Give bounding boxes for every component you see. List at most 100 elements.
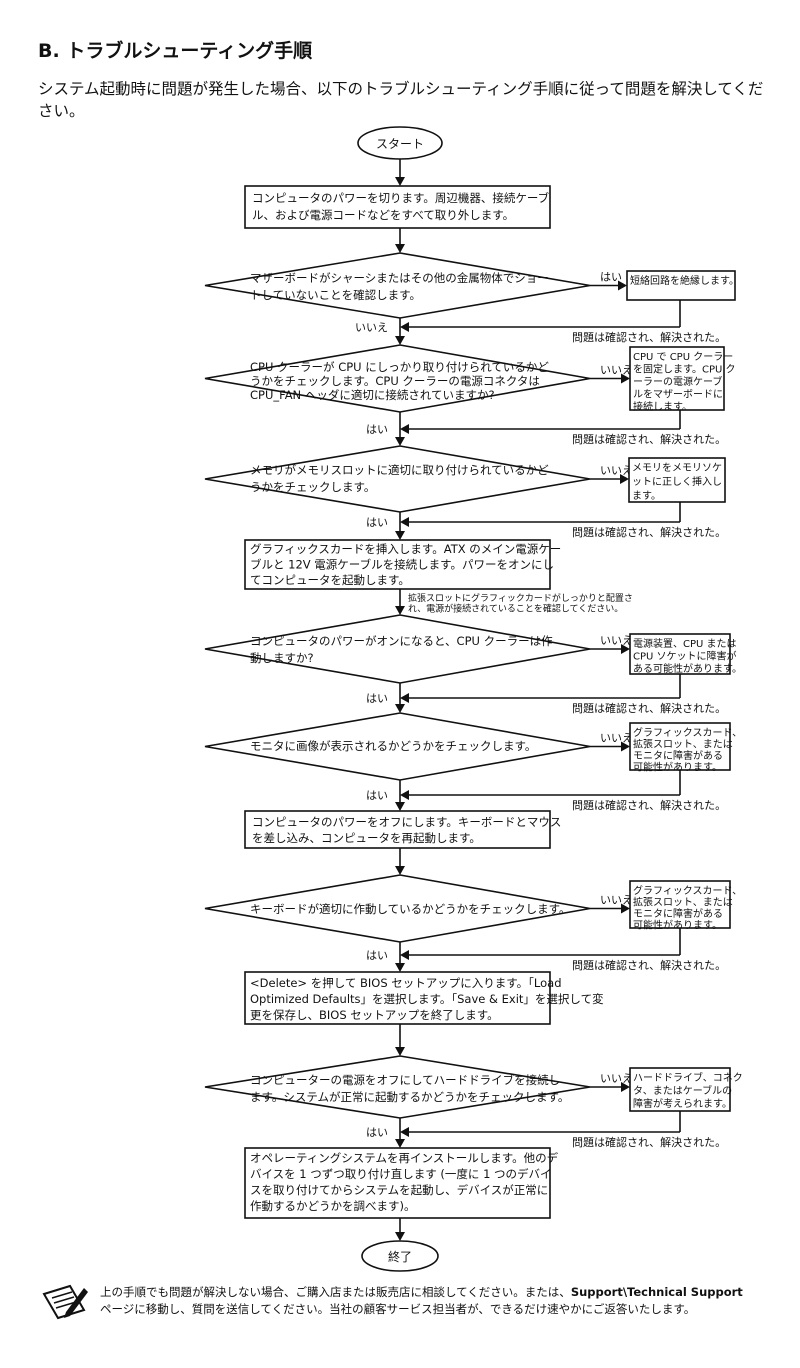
decision-memory-diamond <box>204 445 591 513</box>
decision-keyboard-resolved-label: 問題は確認され、解決された。 <box>572 958 726 972</box>
decision-cpu-cooler-branch-label: いいえ <box>600 364 633 377</box>
arrow-s3-d6 <box>395 866 405 875</box>
decision-monitor-branch-arrow <box>621 741 630 752</box>
decision-hard-drive-return-arrow <box>400 1127 409 1137</box>
decision-hard-drive-action-text-line-1: ハードドライブ、コネク <box>633 1071 743 1084</box>
decision-memory-down-label: はい <box>366 516 388 529</box>
step-reinstall-os-text-line-3: スを取り付けてからシステムを起動し、デバイスが正常に <box>250 1183 548 1197</box>
arrow-d2-d3 <box>395 437 405 446</box>
decision-memory-action-text-line-2: ットに正しく挿入し <box>632 475 722 488</box>
step-bios-text-line-1: <Delete> を押して BIOS セットアップに入ります。「Load <box>250 976 562 990</box>
support-link[interactable]: Support\Technical Support <box>570 1285 743 1299</box>
decision-cpu-cooler-branch-arrow <box>621 373 630 384</box>
start-label: スタート <box>376 137 424 151</box>
decision-monitor-resolved-label: 問題は確認され、解決された。 <box>572 798 726 812</box>
decision-memory-branch-arrow <box>620 474 629 484</box>
decision-memory-action-text-line-3: ます。 <box>632 490 661 502</box>
section-heading: B. トラブルシューティング手順 <box>38 40 313 62</box>
decision-memory-branch-label: いいえ <box>600 464 633 477</box>
decision-keyboard-text-line-1: キーボードが適切に作動しているかどうかをチェックします。 <box>250 902 571 916</box>
decision-cpu-cooler-action-text-line-5: 接続します。 <box>633 400 692 413</box>
decision-short-circuit-text-line-1: マザーボードがシャーシまたはその他の金属物体でショー <box>250 271 549 285</box>
decision-power-on-branch-label: いいえ <box>600 634 633 647</box>
decision-keyboard-action-text-line-4: 可能性があります。 <box>633 919 722 932</box>
decision-hard-drive-action-text-line-2: タ、またはケーブルの <box>633 1084 732 1097</box>
decision-power-on-action-text-line-3: ある可能性があります。 <box>633 662 742 675</box>
decision-memory-action-box <box>628 457 726 503</box>
decision-short-circuit-action-box <box>626 270 736 301</box>
step-reinstall-os-text-line-2: バイスを 1 つずつ取り付け直します (一度に 1 つのデバイ <box>250 1167 552 1181</box>
decision-cpu-cooler-return-arrow <box>400 424 409 434</box>
step-graphics-card-text-line-1: グラフィックスカードを挿入します。ATX のメイン電源ケー <box>250 542 561 556</box>
arrow-s1-d1 <box>395 244 405 253</box>
decision-monitor-text-line-1: モニタに画像が表示されるかどうかをチェックします。 <box>250 739 536 753</box>
decision-monitor-down-label: はい <box>366 789 388 802</box>
decision-memory-resolved-label: 問題は確認され、解決された。 <box>572 525 726 539</box>
arrow-s5-end <box>395 1232 405 1241</box>
intro-text: システム起動時に問題が発生した場合、以下のトラブルシューティング手順に従って問題… <box>38 80 764 120</box>
graphics-card-side-note-line-2: れ、電源が接続されていることを確認してください。 <box>408 603 623 615</box>
decision-power-on-text-line-2: 動しますか? <box>250 651 314 665</box>
step-bios-text-line-3: 更を保存し、BIOS セットアップを終了します。 <box>250 1008 499 1022</box>
arrow-d1-d2 <box>395 336 405 345</box>
arrow-d3-s2 <box>395 531 405 540</box>
footer-note-line1: 上の手順でも問題が解決しない場合、ご購入店または販売店に相談してください。または… <box>100 1285 571 1299</box>
note-pencil-icon <box>40 1282 88 1326</box>
decision-power-on-branch-arrow <box>621 644 630 654</box>
decision-short-circuit-resolved-label: 問題は確認され、解決された。 <box>572 330 726 344</box>
arrow-start-s1 <box>395 177 405 186</box>
decision-short-circuit-branch-label: はい <box>600 271 622 284</box>
arrow-d6-s4 <box>395 963 405 972</box>
decision-cpu-cooler-action-text-line-4: ルをマザーボードに <box>633 389 723 401</box>
step-bios-text-line-2: Optimized Defaults」を選択します。「Save & Exit」を… <box>250 992 604 1006</box>
step-reinstall-os-text-line-4: 作動するかどうかを調べます)。 <box>250 1199 416 1213</box>
decision-monitor-return-arrow <box>400 790 409 800</box>
decision-power-on-action-text-line-1: 電源装置、CPU または <box>633 637 737 650</box>
step-reinstall-os-text-line-1: オペレーティングシステムを再インストールします。他のデ <box>250 1151 559 1165</box>
end-terminal <box>361 1240 439 1272</box>
step-keyboard-mouse-text-line-1: コンピュータのパワーをオフにします。キーボードとマウス <box>252 815 561 829</box>
decision-cpu-cooler-down-label: はい <box>366 423 388 436</box>
decision-hard-drive-text-line-2: ます。システムが正常に起動するかどうかをチェックします。 <box>250 1090 569 1104</box>
decision-keyboard-down-label: はい <box>366 949 388 962</box>
footer-note-line2: ページに移動し、質問を送信してください。当社の顧客サービス担当者が、できるだけ速… <box>100 1302 696 1316</box>
decision-keyboard-branch-label: いいえ <box>600 894 633 907</box>
decision-memory-action-text-line-1: メモリをメモリソケ <box>632 462 722 474</box>
decision-keyboard-action-text-line-1: グラフィックスカード、 <box>633 884 742 897</box>
decision-cpu-cooler-text-line-2: うかをチェックします。CPU クーラーの電源コネクタは <box>250 374 540 388</box>
decision-short-circuit-action-text-line-1: 短絡回路を絶縁します。 <box>630 274 739 287</box>
decision-cpu-cooler-action-box <box>629 346 725 411</box>
decision-hard-drive-text-line-1: コンピューターの電源をオフにしてハードドライブを接続し <box>250 1073 560 1087</box>
decision-cpu-cooler-action-text-line-2: を固定します。CPU ク <box>633 363 736 376</box>
arrow-s4-d7 <box>395 1047 405 1056</box>
graphics-card-side-note-line-1: 拡張スロットにグラフィックカードがしっかりと配置さ <box>408 592 633 604</box>
step-keyboard-mouse-text-line-2: を差し込み、コンピュータを再起動します。 <box>252 831 481 845</box>
decision-memory-text-line-2: うかをチェックします。 <box>250 480 375 494</box>
decision-cpu-cooler-resolved-label: 問題は確認され、解決された。 <box>572 432 726 446</box>
decision-short-circuit-diamond <box>204 252 591 319</box>
decision-cpu-cooler-text-line-1: CPU クーラーが CPU にしっかり取り付けられているかど <box>250 360 549 374</box>
decision-cpu-cooler-action-text-line-1: CPU で CPU クーラー <box>633 351 733 363</box>
decision-cpu-cooler-text-line-3: CPU_FAN ヘッダに適切に接続されていますか? <box>250 388 495 402</box>
step-bios <box>244 971 551 1025</box>
footer-note: 上の手順でも問題が解決しない場合、ご購入店または販売店に相談してください。または… <box>100 1284 780 1318</box>
step-graphics-card-text-line-2: ブルと 12V 電源ケーブルを接続します。パワーをオンにし <box>250 558 554 572</box>
arrow-d4-d5 <box>395 704 405 713</box>
decision-memory-text-line-1: メモリがメモリスロットに適切に取り付けられているかど <box>250 463 549 477</box>
step-reinstall-os <box>244 1147 551 1219</box>
step-graphics-card-text-line-3: てコンピュータを起動します。 <box>250 573 410 587</box>
decision-monitor-branch-label: いいえ <box>600 732 633 745</box>
decision-hard-drive-resolved-label: 問題は確認され、解決された。 <box>572 1135 726 1149</box>
step-power-off <box>244 185 551 229</box>
decision-hard-drive-branch-arrow <box>621 1082 630 1092</box>
arrow-d7-s5 <box>395 1139 405 1148</box>
arrow-s2-d4 <box>395 606 405 615</box>
decision-monitor-action-text-line-2: 拡張スロット、または <box>633 738 733 751</box>
decision-monitor-action-text-line-4: 可能性があります。 <box>633 761 722 774</box>
decision-short-circuit-return-arrow <box>400 322 409 332</box>
arrow-d5-s3 <box>395 802 405 811</box>
decision-short-circuit-branch-arrow <box>618 280 627 291</box>
decision-power-on-return-arrow <box>400 693 409 703</box>
decision-power-on-down-label: はい <box>366 692 388 705</box>
decision-power-on-text-line-1: コンピュータのパワーがオンになると、CPU クーラーは作 <box>250 634 553 648</box>
